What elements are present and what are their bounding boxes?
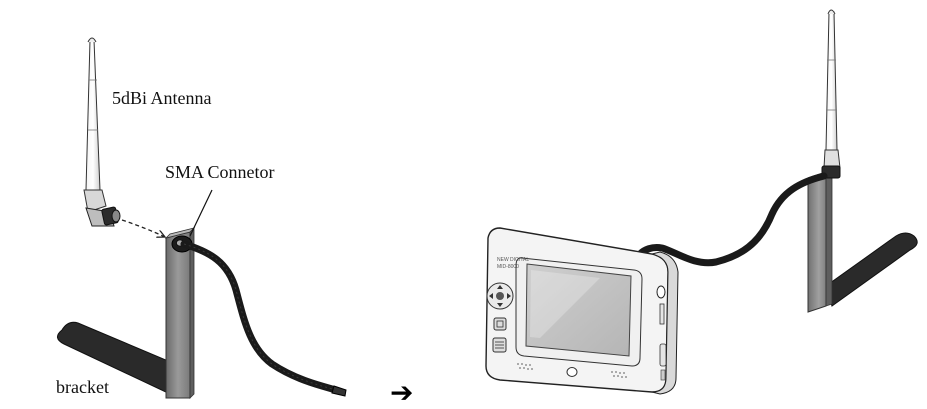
antenna-left xyxy=(84,38,120,226)
antenna-right xyxy=(822,10,840,178)
dpad-icon xyxy=(487,283,513,309)
tablet-device xyxy=(486,228,678,394)
menu-button-icon xyxy=(494,318,506,330)
antenna-port-icon xyxy=(657,286,665,298)
cable-left xyxy=(184,244,336,390)
sma-connector-label: SMA Connetor xyxy=(165,162,275,183)
device-brand-text: NEW DIGITAL xyxy=(497,257,529,263)
home-button-icon xyxy=(567,368,577,377)
bracket-label: bracket xyxy=(56,377,109,398)
bracket-upright-left xyxy=(166,232,190,398)
device-model-text: MID-8000 xyxy=(497,264,519,270)
bracket-upright-right xyxy=(808,172,826,312)
bracket-foot-right xyxy=(826,233,917,306)
right-illustration xyxy=(486,10,917,394)
next-step-arrow-icon: ➔ xyxy=(390,376,413,409)
cable-right xyxy=(640,176,824,263)
sma-leader-line xyxy=(190,190,212,236)
insert-arrow xyxy=(122,220,165,237)
antenna-label: 5dBi Antenna xyxy=(112,88,212,109)
